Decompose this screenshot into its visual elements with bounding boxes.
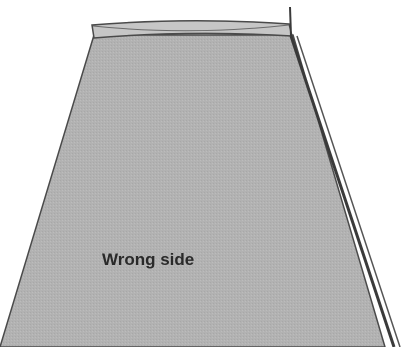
skirt-body xyxy=(0,35,385,347)
wrong-side-label: Wrong side xyxy=(102,250,194,269)
side-seam-line xyxy=(290,7,291,36)
